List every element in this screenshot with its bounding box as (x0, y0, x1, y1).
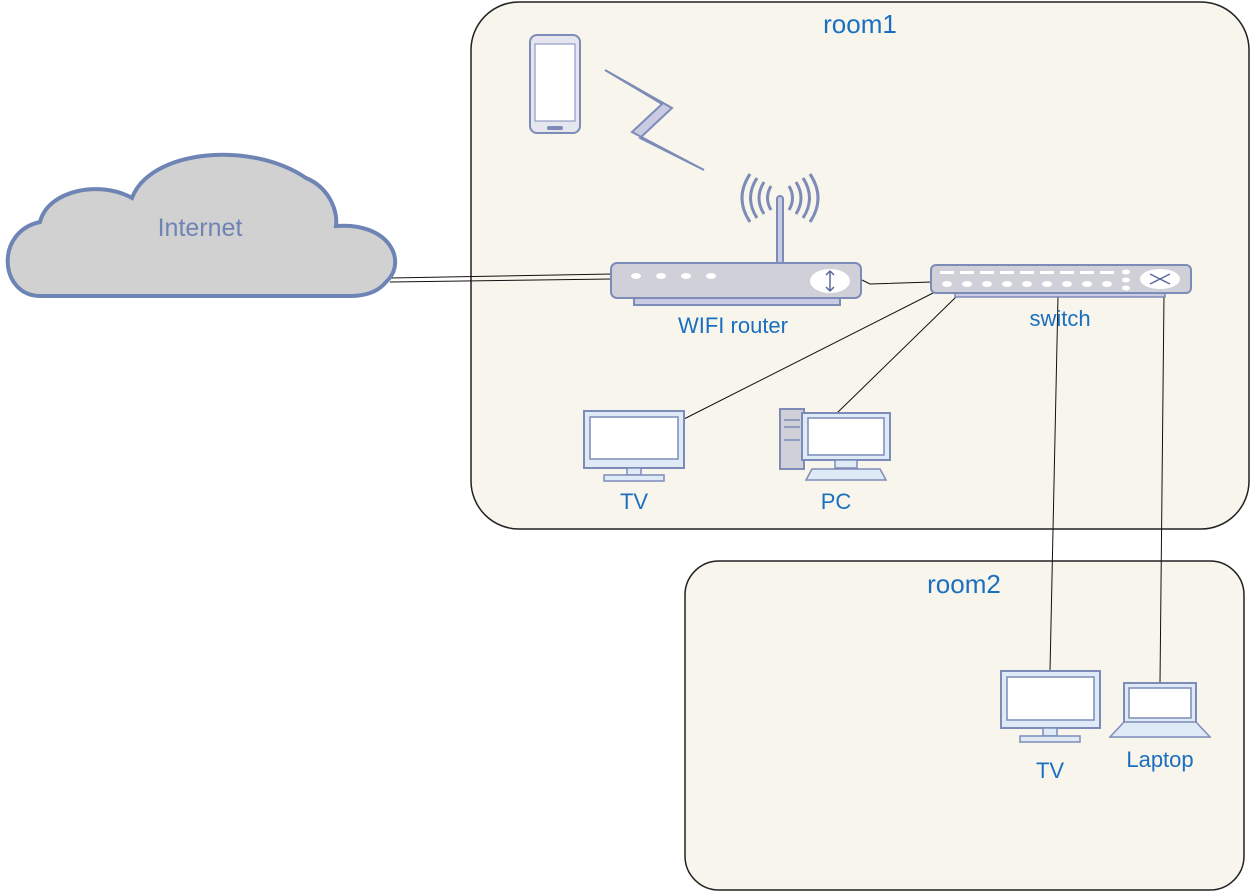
link-router-switch (861, 279, 933, 285)
laptop-icon (1108, 682, 1212, 738)
cloud-label: Internet (158, 214, 243, 242)
connections (389, 273, 1165, 684)
tv-room1-icon (583, 410, 685, 482)
pc-icon (779, 408, 891, 481)
link-switch-tv1 (683, 291, 936, 420)
pc-label: PC (821, 489, 852, 514)
link-switch-tv2 (1049, 295, 1059, 672)
room2-box (684, 560, 1245, 891)
link-internet-router-a (389, 273, 613, 279)
switch-icon (930, 264, 1192, 298)
tv-room1-label: TV (620, 489, 648, 514)
link-switch-pc (835, 295, 958, 415)
phone-icon (529, 34, 581, 134)
laptop-label: Laptop (1126, 747, 1193, 772)
tv-room2-label: TV (1036, 758, 1064, 783)
room2-label: room2 (927, 569, 1001, 599)
room1-label: room1 (823, 9, 897, 39)
switch-label: switch (1029, 306, 1090, 331)
link-switch-laptop (1159, 293, 1165, 684)
wifi-router-icon (610, 173, 862, 306)
wifi-waves-icon (740, 173, 820, 223)
tv-room2-icon (1000, 670, 1101, 743)
cloud-shape (5, 152, 398, 298)
wireless-bolt-icon (604, 69, 705, 171)
link-internet-router-b (389, 278, 613, 283)
router-label: WIFI router (678, 313, 788, 338)
internet-cloud: Internet (5, 152, 398, 298)
